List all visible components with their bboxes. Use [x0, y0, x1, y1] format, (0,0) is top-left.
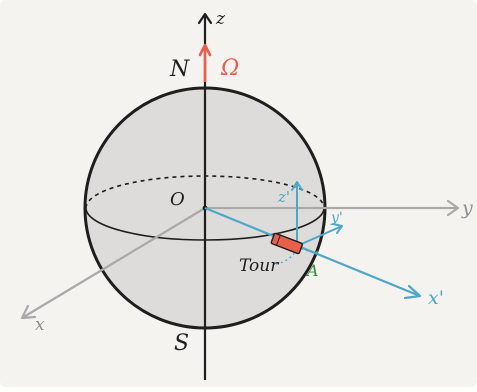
y-prime-axis: [296, 225, 343, 247]
z-axis-label: z: [215, 9, 226, 29]
y-axis-label: y: [461, 197, 473, 219]
y-prime-arrowhead: [332, 223, 343, 234]
x-prime-arrowhead: [403, 284, 422, 300]
tower-marker: [270, 232, 304, 255]
point-a-label: A: [305, 261, 319, 280]
south-pole-label: S: [174, 331, 189, 356]
north-pole-label: N: [169, 57, 190, 82]
x-axis-arrowhead: [20, 304, 37, 320]
x-prime-label: x': [428, 287, 444, 309]
z-axis-arrowhead: [197, 12, 213, 25]
z-prime-arrowhead: [291, 181, 303, 191]
omega-label: Ω: [220, 56, 239, 81]
tour-leader-line: [275, 250, 297, 265]
rotation-vector-arrowhead: [198, 43, 212, 57]
tour-label: Tour: [239, 256, 279, 276]
y-prime-label: y': [330, 210, 343, 226]
z-prime-label: z': [277, 188, 290, 206]
x-axis: [21, 207, 206, 319]
y-axis-arrowhead: [446, 199, 460, 217]
x-axis-label: x: [35, 315, 45, 335]
origin-label: O: [170, 189, 185, 210]
